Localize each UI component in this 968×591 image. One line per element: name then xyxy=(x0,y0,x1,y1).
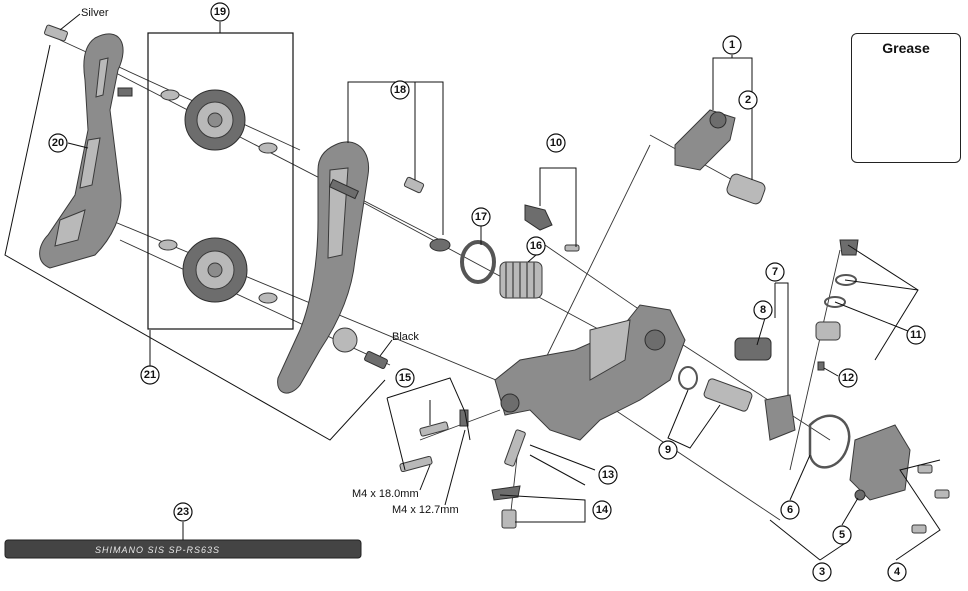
callout-circle xyxy=(722,35,742,55)
callout-18: 18 xyxy=(390,80,410,100)
main-body xyxy=(494,304,686,441)
callout-number: 17 xyxy=(475,211,487,223)
stopper-plate xyxy=(524,204,580,252)
leader-lines xyxy=(4,13,941,561)
callout-circle xyxy=(598,465,618,485)
fixing-bolts xyxy=(399,409,526,529)
label-black: Black xyxy=(392,331,419,343)
tension-spring-washer xyxy=(460,240,496,284)
callout-circle xyxy=(887,562,907,582)
callout-8: 8 xyxy=(753,300,773,320)
callout-6: 6 xyxy=(780,500,800,520)
grease-title: Grease xyxy=(882,40,930,56)
callout-16: 16 xyxy=(526,236,546,256)
label-silver: Silver xyxy=(81,7,109,19)
callout-number: 18 xyxy=(394,84,406,96)
callout-3: 3 xyxy=(812,562,832,582)
label-m4-12-7mm: M4 x 12.7mm xyxy=(392,504,459,516)
outer-cage-plate xyxy=(39,33,133,269)
callout-circle xyxy=(471,207,491,227)
callout-circle xyxy=(526,236,546,256)
label-m4-18mm: M4 x 18.0mm xyxy=(352,488,419,500)
callout-10: 10 xyxy=(546,133,566,153)
callout-circle xyxy=(812,562,832,582)
callout-circle xyxy=(838,368,858,388)
callout-circle xyxy=(906,325,926,345)
silver-bolt xyxy=(44,24,68,42)
callout-circle xyxy=(765,262,785,282)
callout-circle xyxy=(738,90,758,110)
cable-adjuster-stack xyxy=(815,239,859,371)
assembly-axes xyxy=(59,39,841,521)
cable-print-text: SHIMANO SIS SP-RS63S xyxy=(95,545,220,555)
clutch-unit xyxy=(678,337,796,441)
inner-cage-plate xyxy=(277,141,451,394)
callout-11: 11 xyxy=(906,325,926,345)
callout-circle xyxy=(210,2,230,22)
callout-number: 14 xyxy=(596,504,609,516)
callout-number: 3 xyxy=(819,566,825,578)
b-axle-bolt xyxy=(726,173,766,205)
callout-13: 13 xyxy=(598,465,618,485)
callout-circle xyxy=(780,500,800,520)
callout-circle xyxy=(390,80,410,100)
callout-number: 1 xyxy=(729,39,735,51)
callout-21: 21 xyxy=(140,365,160,385)
callout-14: 14 xyxy=(592,500,612,520)
clutch-cover xyxy=(808,414,950,534)
callout-12: 12 xyxy=(838,368,858,388)
callout-circle xyxy=(173,502,193,522)
shift-cable-housing: SHIMANO SIS SP-RS63S xyxy=(4,539,362,559)
callout-number: 7 xyxy=(772,266,778,278)
tension-spring xyxy=(499,261,543,299)
callout-9: 9 xyxy=(658,440,678,460)
callout-15: 15 xyxy=(395,368,415,388)
callout-number: 16 xyxy=(530,240,542,252)
callout-number: 19 xyxy=(214,6,226,18)
callout-number: 21 xyxy=(144,369,156,381)
callout-5: 5 xyxy=(832,525,852,545)
callout-17: 17 xyxy=(471,207,491,227)
callout-number: 23 xyxy=(177,506,189,518)
callout-number: 11 xyxy=(910,329,922,341)
callout-circle xyxy=(753,300,773,320)
callout-1: 1 xyxy=(722,35,742,55)
callout-numbers: 1234567891011121314151617181920212223 xyxy=(48,2,926,582)
callout-number: 8 xyxy=(760,304,766,316)
callout-4: 4 xyxy=(887,562,907,582)
callout-circle xyxy=(546,133,566,153)
callout-number: 12 xyxy=(842,372,854,384)
callout-number: 9 xyxy=(665,444,671,456)
callout-19: 19 xyxy=(210,2,230,22)
callout-circle xyxy=(658,440,678,460)
callout-2: 2 xyxy=(738,90,758,110)
callout-number: 5 xyxy=(839,529,845,541)
callout-number: 4 xyxy=(894,566,901,578)
callout-number: 15 xyxy=(399,372,411,384)
callout-7: 7 xyxy=(765,262,785,282)
callout-circle xyxy=(395,368,415,388)
callout-number: 10 xyxy=(550,137,562,149)
callout-23: 23 xyxy=(173,502,193,522)
grease-box: Grease xyxy=(851,33,961,163)
guide-pulley xyxy=(160,89,278,154)
callout-number: 13 xyxy=(602,469,614,481)
tension-pulley xyxy=(158,237,278,304)
callout-circle xyxy=(832,525,852,545)
black-bolt xyxy=(364,350,388,370)
callout-20: 20 xyxy=(48,133,68,153)
callout-number: 20 xyxy=(52,137,64,149)
callout-circle xyxy=(592,500,612,520)
b-axle-link xyxy=(674,109,736,171)
callout-number: 2 xyxy=(745,94,751,106)
callout-circle xyxy=(140,365,160,385)
callout-circle xyxy=(48,133,68,153)
callout-number: 6 xyxy=(787,504,793,516)
